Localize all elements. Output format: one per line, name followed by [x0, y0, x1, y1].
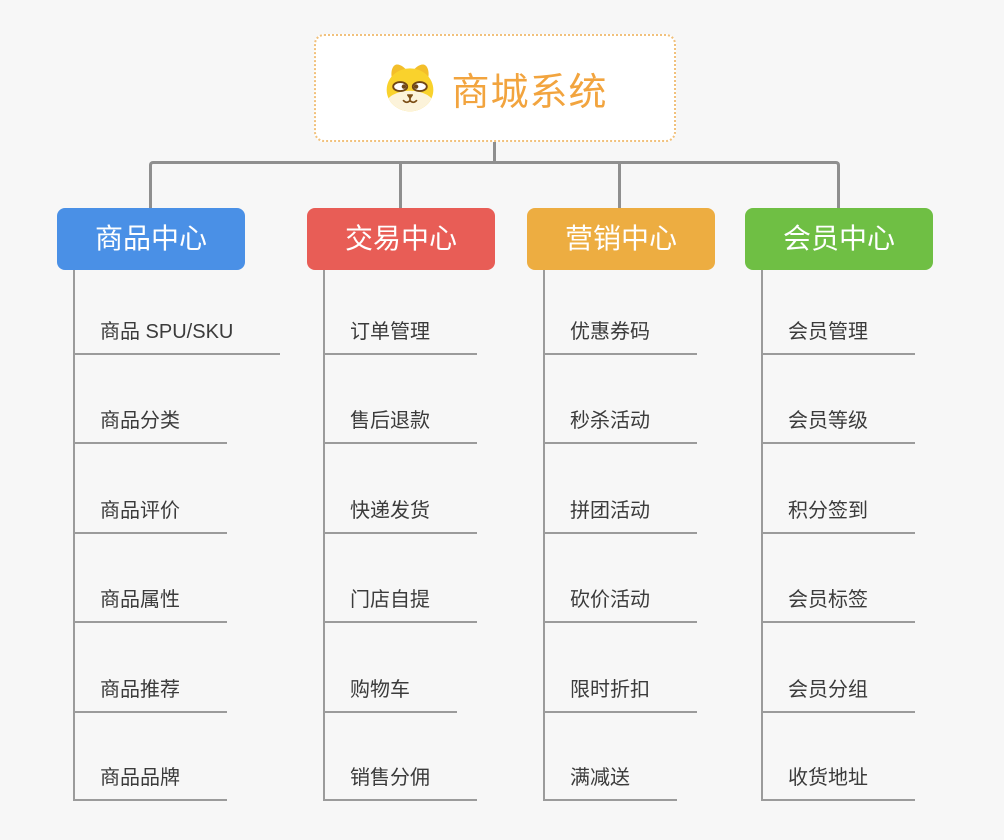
leaf-node[interactable]: 订单管理: [323, 315, 477, 355]
branch-children-member: 会员管理 会员等级 积分签到 会员标签 会员分组 收货地址: [761, 270, 1001, 801]
leaf-node[interactable]: 门店自提: [323, 583, 477, 623]
connector-spine: [543, 270, 545, 801]
branch-node-trade-center[interactable]: 交易中心: [307, 208, 495, 270]
root-node[interactable]: 商城系统: [314, 34, 676, 142]
leaf-node[interactable]: 秒杀活动: [543, 404, 697, 444]
connector-spine: [323, 270, 325, 801]
leaf-node[interactable]: 快递发货: [323, 494, 477, 534]
branch-node-product-center[interactable]: 商品中心: [57, 208, 245, 270]
leaf-node[interactable]: 商品评价: [73, 494, 227, 534]
connector-bus: [149, 161, 840, 208]
leaf-node[interactable]: 积分签到: [761, 494, 915, 534]
dog-face-icon: [387, 64, 434, 112]
connector-root-stub: [493, 140, 496, 163]
root-title: 商城系统: [451, 71, 608, 114]
branch-node-marketing-center[interactable]: 营销中心: [527, 208, 715, 270]
connector-drop-marketing: [618, 164, 621, 208]
branch-children-product: 商品 SPU/SKU 商品分类 商品评价 商品属性 商品推荐 商品品牌: [73, 270, 313, 801]
leaf-node[interactable]: 会员标签: [761, 583, 915, 623]
leaf-node[interactable]: 会员管理: [761, 315, 915, 355]
leaf-node[interactable]: 拼团活动: [543, 494, 697, 534]
leaf-node[interactable]: 会员分组: [761, 673, 915, 713]
leaf-node[interactable]: 购物车: [323, 673, 457, 713]
branch-node-member-center[interactable]: 会员中心: [745, 208, 933, 270]
leaf-node[interactable]: 售后退款: [323, 404, 477, 444]
leaf-node[interactable]: 商品 SPU/SKU: [73, 315, 281, 355]
branch-children-trade: 订单管理 售后退款 快递发货 门店自提 购物车 销售分佣: [323, 270, 563, 801]
connector-spine: [761, 270, 763, 801]
leaf-node[interactable]: 商品推荐: [73, 673, 227, 713]
leaf-node[interactable]: 商品分类: [73, 404, 227, 444]
leaf-node[interactable]: 收货地址: [761, 761, 915, 801]
connector-spine: [73, 270, 75, 801]
leaf-node[interactable]: 优惠券码: [543, 315, 697, 355]
leaf-node[interactable]: 砍价活动: [543, 583, 697, 623]
leaf-node[interactable]: 满减送: [543, 761, 677, 801]
leaf-node[interactable]: 商品品牌: [73, 761, 227, 801]
connector-drop-trade: [399, 164, 402, 208]
leaf-node[interactable]: 销售分佣: [323, 761, 477, 801]
branch-children-marketing: 优惠券码 秒杀活动 拼团活动 砍价活动 限时折扣 满减送: [543, 270, 783, 801]
leaf-node[interactable]: 限时折扣: [543, 673, 697, 713]
leaf-node[interactable]: 会员等级: [761, 404, 915, 444]
leaf-node[interactable]: 商品属性: [73, 583, 227, 623]
